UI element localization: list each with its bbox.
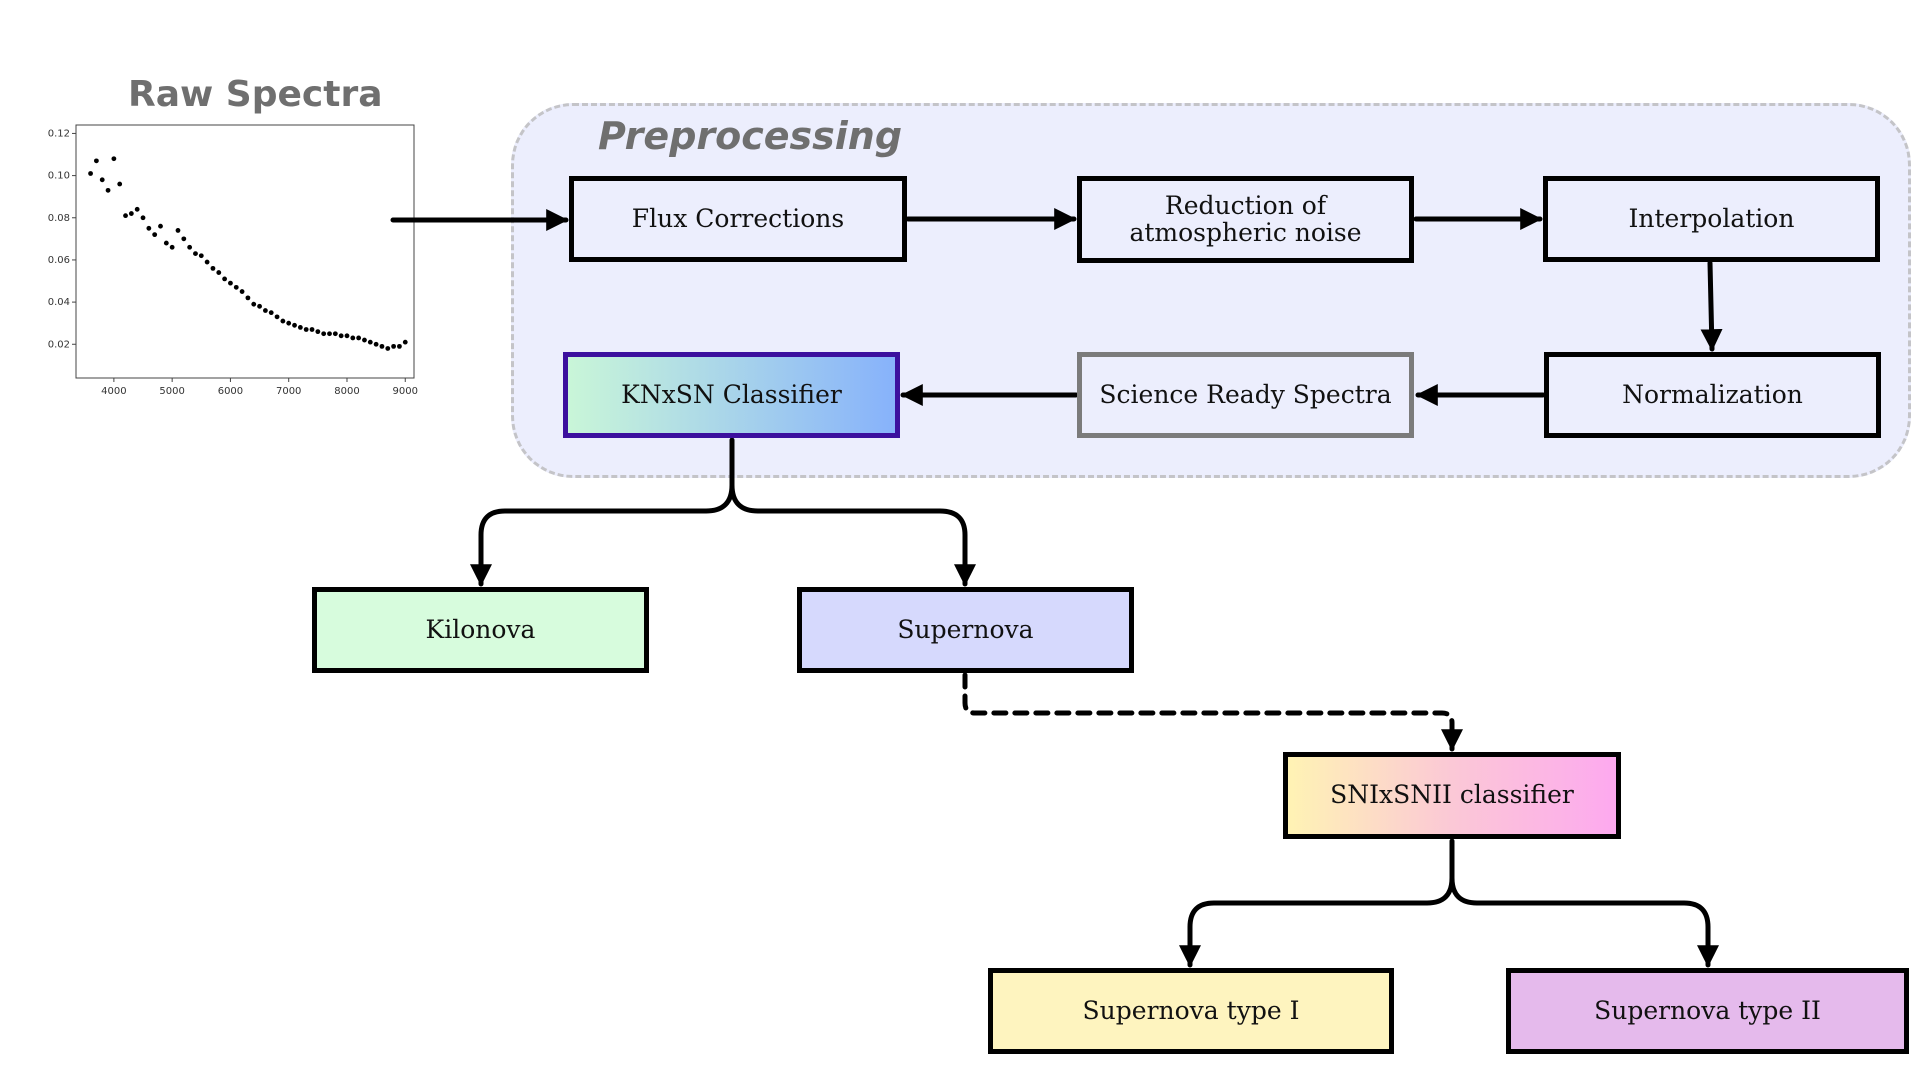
snixsnii-classifier-box: SNIxSNII classifier (1283, 752, 1621, 839)
x-tick-label: 4000 (101, 386, 126, 397)
data-point (286, 320, 292, 326)
data-point (152, 232, 158, 238)
knxsn-classifier-label: KNxSN Classifier (621, 379, 842, 409)
y-tick-label: 0.10 (48, 171, 70, 182)
data-point (262, 308, 268, 313)
data-point (402, 339, 408, 345)
data-point (391, 343, 397, 349)
x-tick-label: 6000 (218, 386, 243, 397)
data-point (117, 181, 123, 187)
data-point (245, 295, 251, 301)
arrow-classifier-to-supernova (729, 482, 977, 587)
data-point (134, 206, 140, 212)
arrow-snclassifier-to-type1 (1178, 838, 1455, 968)
data-point (169, 244, 175, 250)
data-point (228, 280, 233, 286)
data-point (321, 331, 327, 337)
data-point (344, 333, 350, 339)
data-point (93, 158, 99, 164)
reduction-line1: Reduction of (1164, 191, 1327, 221)
normalization-box: Normalization (1544, 352, 1881, 438)
data-point (373, 341, 379, 347)
data-point (123, 213, 128, 219)
data-point (332, 331, 338, 337)
supernova-type-1-label: Supernova type I (1082, 995, 1300, 1025)
normalization-label: Normalization (1622, 379, 1803, 409)
kilonova-label: Kilonova (425, 614, 536, 644)
x-tick-label: 7000 (276, 386, 301, 397)
data-point (158, 223, 163, 229)
y-tick-label: 0.02 (48, 339, 70, 350)
data-point (397, 343, 402, 349)
data-point (222, 276, 228, 282)
flux-corrections-label: Flux Corrections (631, 203, 845, 233)
data-point (367, 339, 373, 345)
data-point (327, 331, 332, 337)
data-point (128, 211, 134, 216)
data-point (187, 244, 193, 250)
data-point (146, 225, 152, 231)
supernova-type-2-box: Supernova type II (1506, 968, 1909, 1054)
data-point (198, 253, 204, 259)
data-point (303, 327, 309, 332)
data-point (181, 236, 187, 242)
data-point (379, 343, 385, 349)
science-ready-label: Science Ready Spectra (1099, 379, 1392, 409)
data-point (233, 284, 239, 290)
interpolation-label: Interpolation (1628, 203, 1795, 233)
data-point (239, 289, 245, 294)
interpolation-box: Interpolation (1543, 176, 1880, 262)
data-point (193, 251, 198, 257)
data-point (88, 171, 93, 176)
data-point (268, 310, 274, 316)
arrow-snclassifier-to-type2 (1449, 875, 1720, 968)
data-point (356, 335, 362, 341)
snixsnii-classifier-label: SNIxSNII classifier (1330, 780, 1574, 810)
data-point (163, 240, 169, 246)
reduction-line2: atmospheric noise (1129, 217, 1362, 247)
data-point (251, 301, 257, 307)
y-tick-label: 0.08 (48, 213, 70, 224)
data-point (257, 303, 262, 309)
y-tick-label: 0.12 (48, 128, 70, 139)
data-point (385, 346, 391, 351)
reduction-noise-box: Reduction of atmospheric noise (1077, 176, 1414, 263)
y-tick-label: 0.06 (48, 255, 70, 266)
x-tick-label: 8000 (334, 386, 359, 397)
data-point (175, 228, 181, 233)
data-point (315, 329, 321, 335)
data-point (292, 322, 297, 328)
data-point (140, 215, 146, 221)
y-tick-label: 0.04 (48, 297, 70, 308)
x-tick-label: 9000 (393, 386, 418, 397)
data-point (338, 333, 344, 339)
data-point (297, 325, 303, 330)
science-ready-box: Science Ready Spectra (1077, 352, 1414, 438)
data-point (216, 270, 222, 275)
data-point (99, 177, 105, 183)
data-point (105, 187, 111, 193)
raw-spectra-plot: 4000 5000 6000 7000 8000 9000 0.02 0.04 0.06 0.08… (48, 124, 418, 397)
knxsn-classifier-box: KNxSN Classifier (563, 352, 900, 438)
data-point (204, 259, 210, 265)
flux-corrections-box: Flux Corrections (569, 176, 907, 262)
data-point (309, 327, 315, 332)
data-point (210, 265, 216, 271)
data-point (362, 337, 367, 343)
arrow-supernova-to-snclassifier (962, 672, 1464, 752)
data-point (350, 335, 356, 341)
supernova-label: Supernova (897, 614, 1034, 644)
supernova-box: Supernova (797, 587, 1134, 673)
data-point (111, 156, 117, 162)
preprocessing-label: Preprocessing (598, 114, 903, 158)
kilonova-box: Kilonova (312, 587, 649, 673)
raw-spectra-title: Raw Spectra (128, 74, 383, 115)
data-point (274, 314, 280, 320)
x-tick-label: 5000 (159, 386, 184, 397)
supernova-type-2-label: Supernova type II (1594, 995, 1821, 1025)
data-point (280, 318, 286, 324)
supernova-type-1-box: Supernova type I (988, 968, 1394, 1054)
